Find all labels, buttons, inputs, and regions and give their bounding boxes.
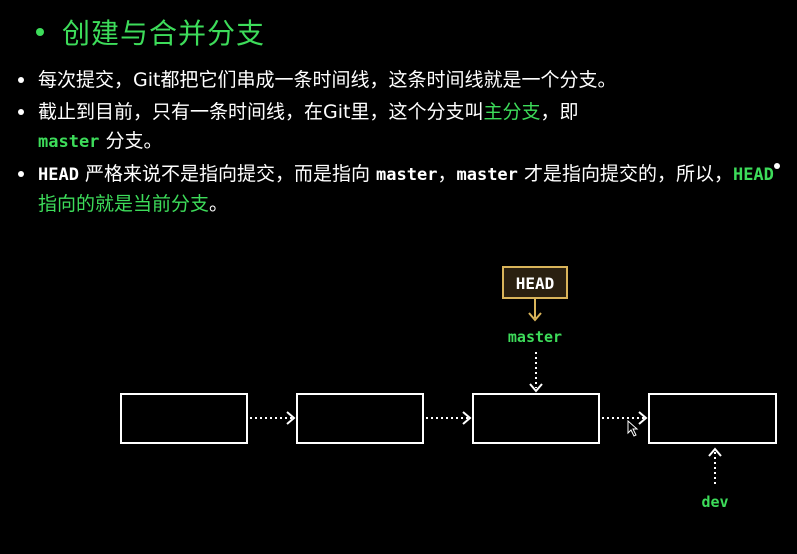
commit-arrow-2 — [426, 411, 472, 425]
bullet-2-text-c: 分支。 — [99, 130, 163, 152]
commit-arrow-3 — [602, 411, 648, 425]
master-code-1: master — [376, 165, 438, 185]
slide-title: 创建与合并分支 — [62, 17, 266, 50]
commit-box-2 — [296, 393, 424, 444]
current-branch-term: 指向的就是当前分支 — [38, 193, 210, 215]
slide-title-row: 创建与合并分支 — [36, 12, 265, 52]
bullet-1-text: 每次提交，Git都把它们串成一条时间线，这条时间线就是一个分支。 — [38, 69, 617, 91]
bullet-3-text-d: 。 — [209, 193, 229, 215]
bullet-2-text-a: 截止到目前，只有一条时间线，在Git里，这个分支叫 — [38, 101, 484, 123]
dev-arrow — [708, 447, 722, 487]
bullet-dot — [18, 109, 24, 115]
master-arrow — [529, 352, 543, 393]
head-label: HEAD — [516, 274, 555, 293]
commit-box-4 — [648, 393, 777, 444]
bullet-3-text-a: 严格来说不是指向提交，而是指向 — [78, 163, 377, 185]
commit-arrow-1 — [250, 411, 296, 425]
commit-box-3 — [472, 393, 600, 444]
title-bullet-dot — [36, 28, 44, 36]
bullet-dot — [18, 171, 24, 177]
bullet-item-2: 截止到目前，只有一条时间线，在Git里，这个分支叫主分支，即 master 分支。 — [14, 98, 774, 157]
master-code-2: master — [456, 165, 518, 185]
bullet-dot — [18, 77, 24, 83]
bullet-item-1: 每次提交，Git都把它们串成一条时间线，这条时间线就是一个分支。 — [14, 66, 774, 95]
mouse-cursor-icon — [627, 419, 639, 437]
head-code: HEAD — [38, 165, 79, 185]
head-code-green: HEAD — [732, 165, 774, 185]
bullet-3-text-c: 才是指向提交的，所以， — [517, 163, 733, 185]
main-branch-term: 主分支 — [483, 101, 541, 123]
master-label: master — [508, 328, 562, 346]
bullet-2-text-b: ，即 — [540, 101, 579, 123]
bullet-item-3: HEAD 严格来说不是指向提交，而是指向 master，master 才是指向提… — [14, 160, 774, 219]
master-code: master — [38, 132, 100, 152]
head-arrow — [528, 299, 542, 322]
bullet-3-text-b: ， — [437, 163, 457, 185]
stray-bullet-dot — [774, 163, 780, 169]
commit-box-1 — [120, 393, 248, 444]
bullet-list: 每次提交，Git都把它们串成一条时间线，这条时间线就是一个分支。 截止到目前，只… — [14, 66, 774, 222]
head-pointer-box — [502, 266, 568, 299]
dev-label: dev — [701, 493, 728, 511]
